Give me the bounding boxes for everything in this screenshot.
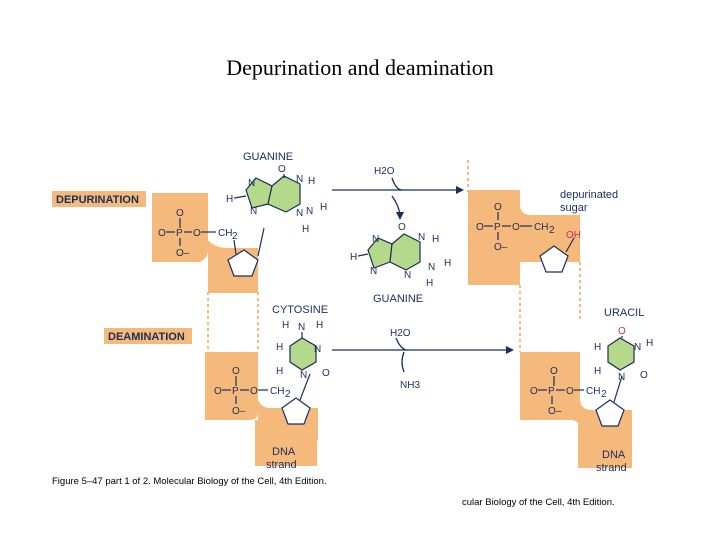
svg-text:O: O: [176, 208, 184, 219]
guanine-top-label: GUANINE: [243, 151, 293, 163]
svg-text:H: H: [320, 202, 327, 213]
left-top-nucleotide: O O P O CH 2 O–: [158, 208, 265, 277]
svg-text:O: O: [232, 366, 240, 377]
svg-text:H: H: [302, 224, 309, 235]
svg-text:N: N: [428, 262, 435, 273]
svg-text:N: N: [248, 178, 255, 189]
svg-text:N: N: [372, 234, 379, 245]
svg-text:O: O: [250, 386, 258, 397]
deamination-label: DEAMINATION: [108, 331, 185, 343]
svg-text:H: H: [276, 366, 283, 377]
svg-text:N: N: [618, 372, 625, 383]
svg-text:O–: O–: [176, 248, 190, 259]
svg-text:2: 2: [232, 231, 238, 242]
svg-text:O: O: [512, 222, 520, 233]
svg-text:N: N: [634, 342, 641, 353]
deamination-label-box: [104, 328, 192, 344]
svg-text:N: N: [300, 370, 307, 381]
depurinated-sugar-line2: sugar: [560, 202, 588, 214]
svg-text:H: H: [226, 194, 233, 205]
svg-text:O: O: [398, 222, 406, 233]
svg-text:O: O: [322, 368, 330, 379]
dna-strand-left-line2: strand: [266, 459, 297, 471]
page-title: Depurination and deamination: [226, 55, 494, 80]
dna-strand-right-line1: DNA: [602, 449, 626, 461]
svg-text:P: P: [494, 222, 501, 233]
depurination-label-box: [52, 191, 146, 207]
depurination-reaction-arrow: [332, 177, 464, 220]
depurination-label: DEPURINATION: [56, 194, 139, 206]
guanine-released: O H N N N H N N H H GUANINE: [350, 222, 451, 305]
svg-text:2: 2: [285, 389, 291, 400]
figure-caption: Figure 5–47 part 1 of 2. Molecular Biolo…: [52, 476, 327, 487]
svg-text:P: P: [548, 386, 555, 397]
svg-text:H: H: [594, 366, 601, 377]
left-bottom-nucleotide: O O P O CH 2 O–: [214, 366, 311, 425]
svg-text:H: H: [444, 258, 451, 269]
svg-text:CH: CH: [270, 386, 284, 397]
figure-caption-duplicate: cular Biology of the Cell, 4th Edition.: [462, 497, 615, 508]
deamination-reaction-arrow: [332, 337, 514, 373]
svg-text:N: N: [314, 344, 321, 355]
svg-text:P: P: [232, 386, 239, 397]
svg-text:N: N: [418, 232, 425, 243]
svg-text:O: O: [158, 228, 166, 239]
svg-text:2: 2: [549, 225, 555, 236]
svg-text:O: O: [278, 164, 286, 175]
right-top-nucleotide: O O P O CH 2 O– OH: [476, 202, 581, 273]
oh-group: OH: [566, 230, 581, 241]
svg-text:H: H: [432, 234, 439, 245]
svg-text:O–: O–: [494, 242, 508, 253]
svg-text:N: N: [370, 266, 377, 277]
depurinated-sugar-line1: depurinated: [560, 189, 618, 201]
svg-text:N: N: [306, 206, 313, 217]
svg-text:O: O: [214, 386, 222, 397]
svg-text:N: N: [296, 208, 303, 219]
svg-text:H: H: [646, 338, 653, 349]
uracil-label: URACIL: [604, 307, 644, 319]
svg-text:H: H: [426, 278, 433, 289]
cytosine-label: CYTOSINE: [272, 304, 328, 316]
svg-text:H: H: [276, 342, 283, 353]
svg-text:H: H: [282, 320, 289, 331]
svg-text:N: N: [298, 322, 305, 333]
water-top: H2O: [374, 166, 395, 177]
svg-text:N: N: [296, 174, 303, 185]
svg-text:O: O: [193, 228, 201, 239]
svg-text:O: O: [494, 202, 502, 213]
svg-text:P: P: [176, 228, 183, 239]
svg-text:N: N: [404, 270, 411, 281]
svg-text:H: H: [308, 176, 315, 187]
svg-text:O–: O–: [548, 406, 562, 417]
ammonia: NH3: [400, 380, 420, 391]
dna-strand-right-line2: strand: [596, 462, 627, 474]
water-bottom: H2O: [390, 328, 411, 339]
svg-text:CH: CH: [218, 228, 232, 239]
svg-text:O: O: [566, 386, 574, 397]
guanine-top: GUANINE O H N N N H N N H H: [226, 151, 327, 235]
svg-text:2: 2: [601, 389, 607, 400]
right-bottom-nucleotide: O O P O CH 2 O–: [530, 366, 625, 427]
svg-text:O: O: [476, 222, 484, 233]
svg-text:H: H: [350, 252, 357, 263]
guanine-mid-label: GUANINE: [373, 293, 423, 305]
svg-text:O: O: [618, 326, 626, 337]
cytosine: CYTOSINE H N H H H N O N: [272, 304, 330, 381]
svg-text:O: O: [530, 386, 538, 397]
svg-text:O: O: [550, 366, 558, 377]
svg-text:H: H: [316, 320, 323, 331]
svg-text:CH: CH: [586, 386, 600, 397]
dna-strand-left-line1: DNA: [272, 446, 296, 458]
uracil: URACIL O H H N H O N: [594, 307, 653, 383]
svg-text:CH: CH: [534, 222, 548, 233]
svg-text:O–: O–: [232, 406, 246, 417]
svg-text:N: N: [250, 206, 257, 217]
svg-text:O: O: [640, 370, 648, 381]
svg-text:H: H: [594, 342, 601, 353]
